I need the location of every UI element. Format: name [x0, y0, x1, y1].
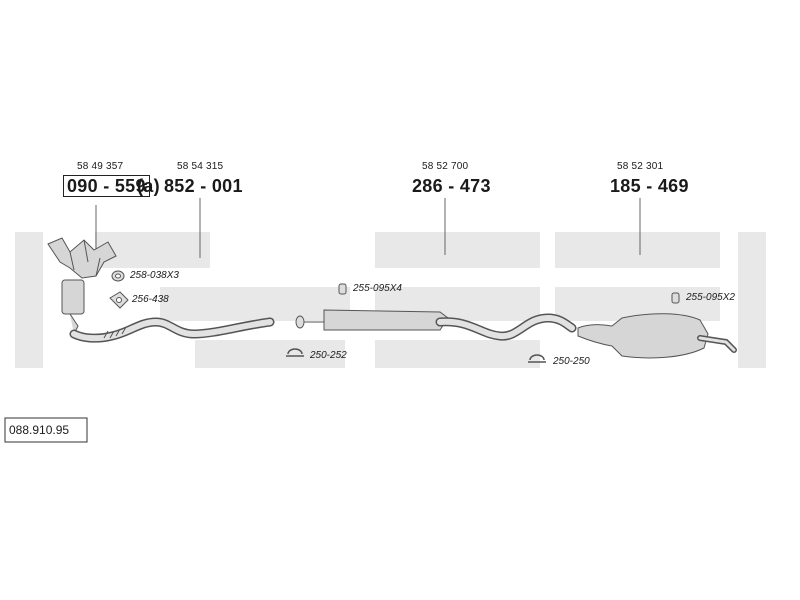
exhaust-manifold [47, 237, 117, 335]
fitting-label: 255-095X2 [686, 292, 735, 303]
code-box [4, 417, 88, 443]
gasket-ring-icon [111, 270, 125, 282]
assembly-number: 852 - 001 [164, 176, 243, 196]
rubber-mount-icon [338, 283, 680, 304]
clamp-icon [286, 348, 546, 363]
assembly-ref: 58 52 700 [422, 161, 469, 172]
assembly-ref: 58 52 301 [617, 161, 664, 172]
flange-gasket-icon [109, 291, 129, 309]
assembly-ref: 58 54 315 [177, 161, 224, 172]
leader-lines [95, 198, 641, 258]
assembly-ref: 58 49 357 [77, 161, 124, 172]
fitting-label: 256-438 [132, 294, 169, 305]
fitting-label: 258-038X3 [130, 270, 179, 281]
rear-silencer [577, 313, 737, 359]
diagram-code: 088.910.95 [9, 423, 70, 437]
fitting-label: 250-250 [553, 356, 590, 367]
assembly-number: 286 - 473 [412, 176, 491, 196]
front-pipe [69, 317, 275, 343]
fitting-label: 250-252 [310, 350, 347, 361]
fitting-label: 255-095X4 [353, 283, 402, 294]
background-bands [15, 232, 766, 368]
assembly-suffix: (a) [137, 176, 160, 196]
assembly-number: 185 - 469 [610, 176, 689, 196]
assembly-number: 090 - 559 [63, 175, 150, 197]
center-silencer [295, 309, 577, 341]
